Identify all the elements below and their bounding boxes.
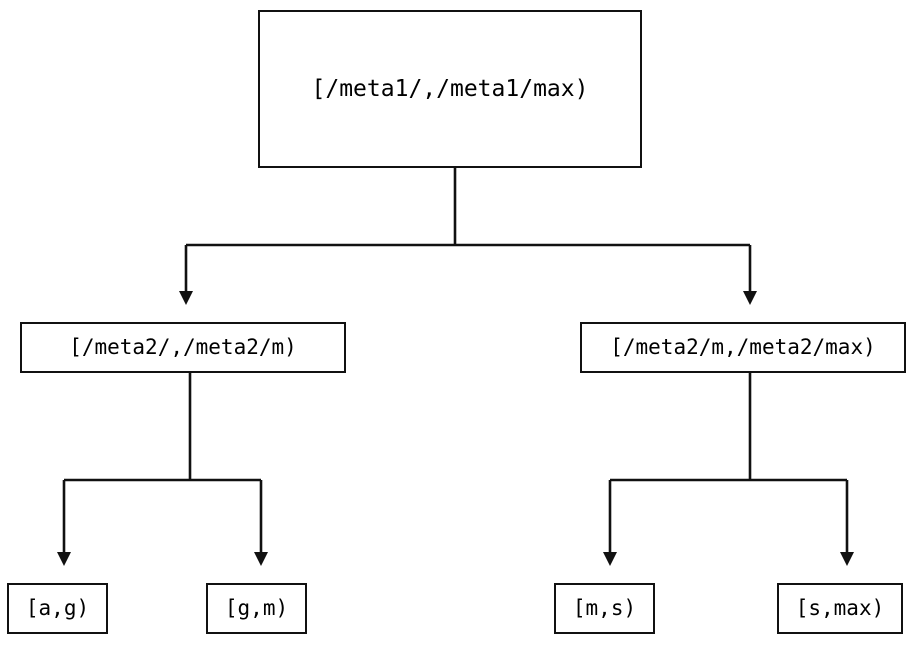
node-mid-left[interactable]: [/meta2/,/meta2/m) xyxy=(20,322,346,373)
edge-root-to-mid-left xyxy=(179,168,457,305)
edge-mid-right-to-leaf-ms xyxy=(603,373,752,566)
node-mid-right[interactable]: [/meta2/m,/meta2/max) xyxy=(580,322,906,373)
node-leaf-m-s[interactable]: [m,s) xyxy=(554,583,655,634)
edge-root-to-mid-right xyxy=(455,243,757,305)
node-root-label: [/meta1/,/meta1/max) xyxy=(311,75,589,102)
arrowhead-down-icon xyxy=(743,291,757,305)
arrowhead-down-icon xyxy=(57,552,71,566)
arrowhead-down-icon xyxy=(179,291,193,305)
node-leaf-s-max-label: [s,max) xyxy=(795,596,885,620)
arrowhead-down-icon xyxy=(603,552,617,566)
node-mid-right-label: [/meta2/m,/meta2/max) xyxy=(610,335,876,359)
node-leaf-g-m[interactable]: [g,m) xyxy=(206,583,307,634)
node-leaf-m-s-label: [m,s) xyxy=(572,596,637,620)
arrowhead-down-icon xyxy=(840,552,854,566)
edge-mid-left-to-leaf-ag xyxy=(57,373,192,566)
node-leaf-a-g[interactable]: [a,g) xyxy=(7,583,108,634)
node-mid-left-label: [/meta2/,/meta2/m) xyxy=(69,335,297,359)
node-root[interactable]: [/meta1/,/meta1/max) xyxy=(258,10,642,168)
node-leaf-g-m-label: [g,m) xyxy=(224,596,289,620)
edge-mid-left-to-leaf-gm xyxy=(190,478,268,566)
node-leaf-s-max[interactable]: [s,max) xyxy=(777,583,903,634)
arrowhead-down-icon xyxy=(254,552,268,566)
edge-mid-right-to-leaf-smax xyxy=(750,478,854,566)
node-leaf-a-g-label: [a,g) xyxy=(25,596,90,620)
